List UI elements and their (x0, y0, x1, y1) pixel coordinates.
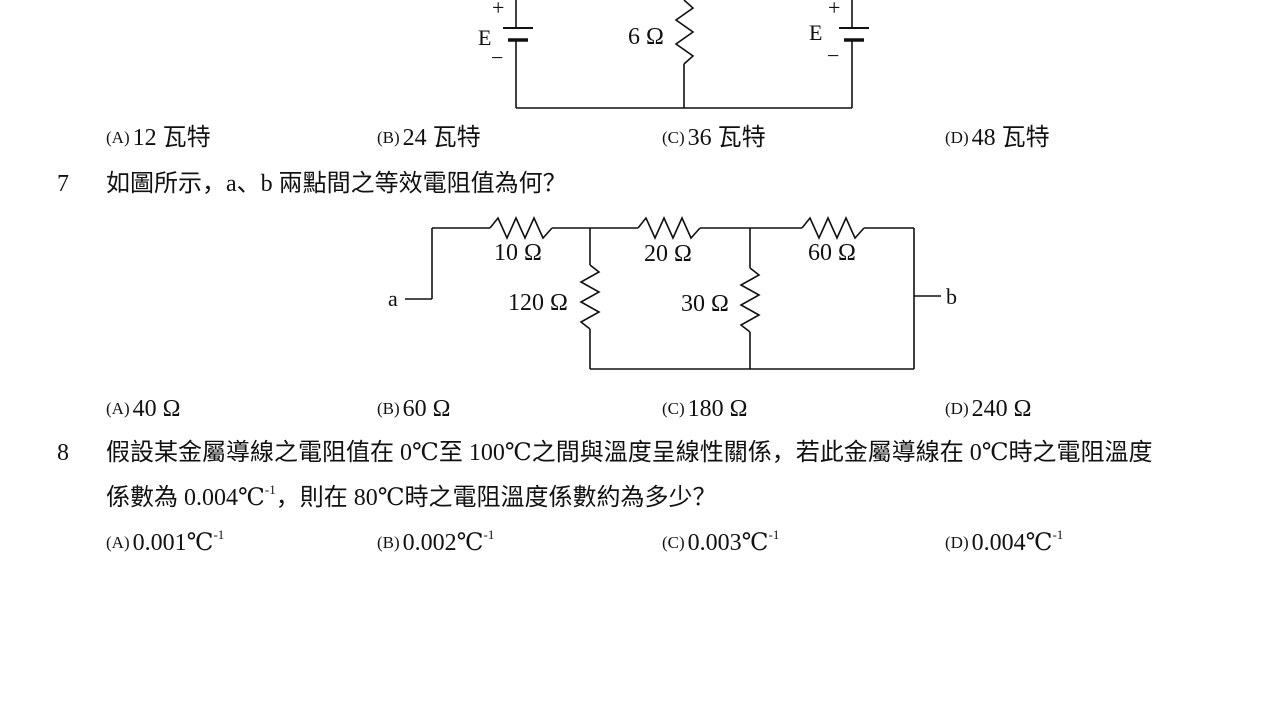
q7-option-a[interactable]: (A)40 Ω (106, 397, 180, 421)
q7-option-b[interactable]: (B)60 Ω (377, 397, 451, 421)
option-letter: (A) (106, 128, 130, 147)
q6-right-plus: + (828, 0, 840, 20)
option-letter: (C) (662, 128, 685, 147)
option-text: 0.004℃ (971, 530, 1053, 556)
q8-number: 8 (57, 440, 69, 466)
option-letter: (C) (662, 399, 685, 418)
q7-terminal-a-wire (405, 227, 490, 300)
option-exponent: -1 (213, 527, 225, 542)
q6-right-source-label: E (809, 20, 822, 45)
option-text: 24 瓦特 (402, 125, 481, 151)
q7-label-r20: 20 Ω (644, 241, 692, 267)
q6-right-minus: − (827, 43, 839, 68)
q7-resistor-20 (637, 216, 701, 240)
q6-option-b[interactable]: (B)24 瓦特 (377, 126, 481, 150)
q8-question-line-1: 假設某金屬導線之電阻值在 0℃至 100℃之間與溫度呈線性關係，若此金屬導線在 … (106, 440, 1153, 466)
option-letter: (D) (945, 128, 969, 147)
option-text: 12 瓦特 (132, 125, 211, 151)
q8-option-b[interactable]: (B)0.002℃-1 (377, 528, 494, 556)
q7-number: 7 (57, 171, 69, 197)
q6-mid-resistor (674, 0, 695, 108)
q7-option-c[interactable]: (C)180 Ω (662, 397, 748, 421)
option-text: 48 瓦特 (971, 125, 1050, 151)
q6-option-a[interactable]: (A)12 瓦特 (106, 126, 211, 150)
q8-line2-before: 係數為 0.004℃ (106, 485, 265, 511)
q8-line2-exponent: -1 (264, 482, 276, 497)
q6-left-plus: + (492, 0, 504, 20)
q8-question-line-2: 係數為 0.004℃-1，則在 80℃時之電阻溫度係數約為多少？ (106, 483, 717, 511)
option-text: 0.001℃ (132, 530, 214, 556)
q6-right-battery (839, 0, 869, 108)
q7-label-r120: 120 Ω (508, 290, 568, 316)
q7-label-r10: 10 Ω (494, 240, 542, 266)
q6-mid-resistor-label: 6 Ω (628, 24, 664, 50)
q7-question-text: 如圖所示，a、b 兩點間之等效電阻值為何？ (106, 171, 567, 197)
q7-resistor-120 (579, 264, 601, 330)
option-letter: (A) (106, 399, 130, 418)
option-text: 60 Ω (402, 396, 451, 422)
option-exponent: -1 (768, 527, 780, 542)
q7-resistor-60 (801, 216, 865, 240)
option-text: 36 瓦特 (687, 125, 766, 151)
option-letter: (D) (945, 533, 969, 552)
option-text: 0.003℃ (687, 530, 769, 556)
option-text: 0.002℃ (402, 530, 484, 556)
option-letter: (B) (377, 128, 400, 147)
option-letter: (C) (662, 533, 685, 552)
q8-option-a[interactable]: (A)0.001℃-1 (106, 528, 224, 556)
option-letter: (B) (377, 533, 400, 552)
option-exponent: -1 (1052, 527, 1064, 542)
q6-left-source-label: E (478, 25, 491, 50)
q7-label-r30: 30 Ω (681, 291, 729, 317)
q7-resistor-30 (739, 267, 761, 333)
q7-terminal-b-label: b (946, 284, 957, 309)
q8-option-c[interactable]: (C)0.003℃-1 (662, 528, 779, 556)
q6-left-minus: − (491, 45, 503, 70)
option-letter: (A) (106, 533, 130, 552)
option-exponent: -1 (483, 527, 495, 542)
q6-left-battery (503, 0, 533, 108)
option-text: 180 Ω (687, 396, 748, 422)
q7-terminal-a-label: a (388, 286, 398, 311)
q7-option-d[interactable]: (D)240 Ω (945, 397, 1031, 421)
q8-line2-after: ，則在 80℃時之電阻溫度係數約為多少？ (275, 485, 717, 511)
q6-option-d[interactable]: (D)48 瓦特 (945, 126, 1050, 150)
option-text: 40 Ω (132, 396, 181, 422)
q7-resistor-10 (489, 216, 553, 240)
q8-option-d[interactable]: (D)0.004℃-1 (945, 528, 1063, 556)
option-letter: (D) (945, 399, 969, 418)
option-text: 240 Ω (971, 396, 1032, 422)
q7-label-r60: 60 Ω (808, 240, 856, 266)
option-letter: (B) (377, 399, 400, 418)
q6-option-c[interactable]: (C)36 瓦特 (662, 126, 766, 150)
q6-circuit-diagram: + E − 6 Ω + E − (478, 0, 869, 109)
